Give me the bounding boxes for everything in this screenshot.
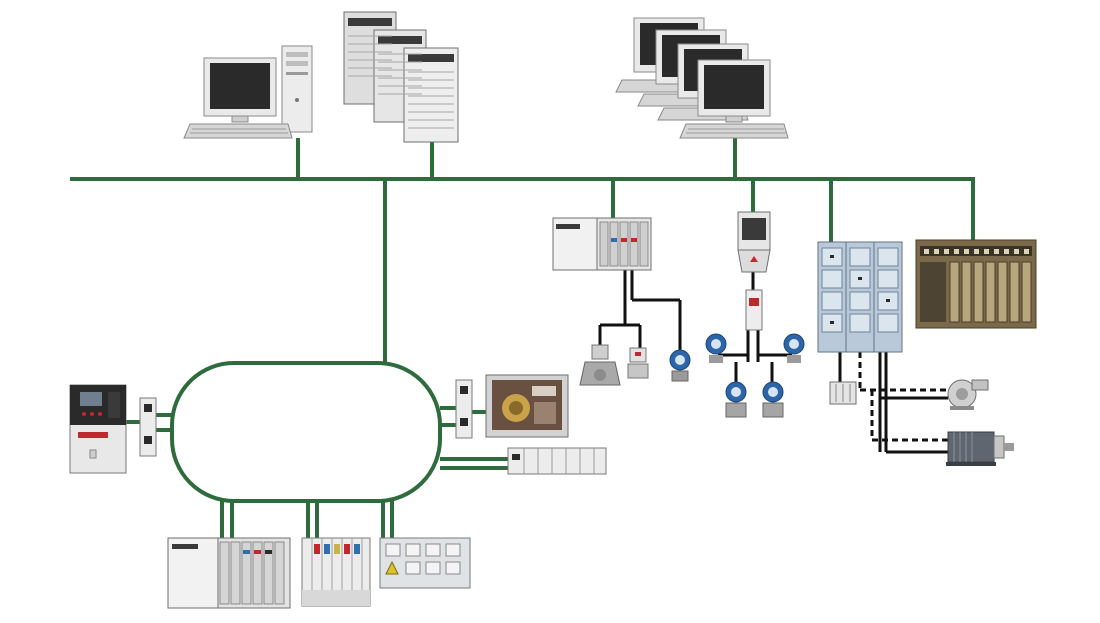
protection-relay [69,384,157,474]
plc-chassis-icon [552,217,652,271]
motor [946,431,1014,466]
controller-field-devices [579,344,691,386]
network-lines [70,138,975,538]
compact-io [507,447,607,475]
plc-chassis-icon [167,537,291,609]
controllogix-chassis [167,537,291,609]
relay-icon [69,384,127,474]
io-module-icon [379,537,471,589]
hmi-panel [455,374,569,439]
ethernet-switch-icon [139,397,157,457]
point-io [301,537,371,607]
dashed-cables [858,352,948,442]
motor-control-center [817,241,903,405]
ethernet-switch-icon [455,379,473,439]
touchscreen-icon [485,374,569,438]
motor-icon [946,431,1014,466]
actuator-icon [627,347,649,379]
pump-icon [947,379,989,410]
operator-stations [615,17,789,139]
tower-server-icon [343,11,459,143]
desktop-computer-icon [615,17,789,139]
device-level-ring [170,361,442,503]
mcc-cabinet-icon [817,241,903,353]
pressure-transmitter-icon [669,349,691,382]
server-rack [343,11,459,143]
controller-chassis [552,217,652,271]
starter-module-icon [829,381,857,405]
io-module-icon [301,537,371,607]
pump [947,379,989,410]
valve-icon [579,344,621,386]
drive-rack [915,239,1037,329]
flow-transmitter [705,211,805,418]
pressure-transmitter-icon [705,333,805,418]
flow-meter-icon [737,211,771,331]
safety-io [379,537,471,589]
io-module-icon [507,447,607,475]
desktop-computer-icon [183,45,313,139]
field-cables [598,268,948,454]
workstation-pc [183,45,313,139]
io-rack-icon [915,239,1037,329]
